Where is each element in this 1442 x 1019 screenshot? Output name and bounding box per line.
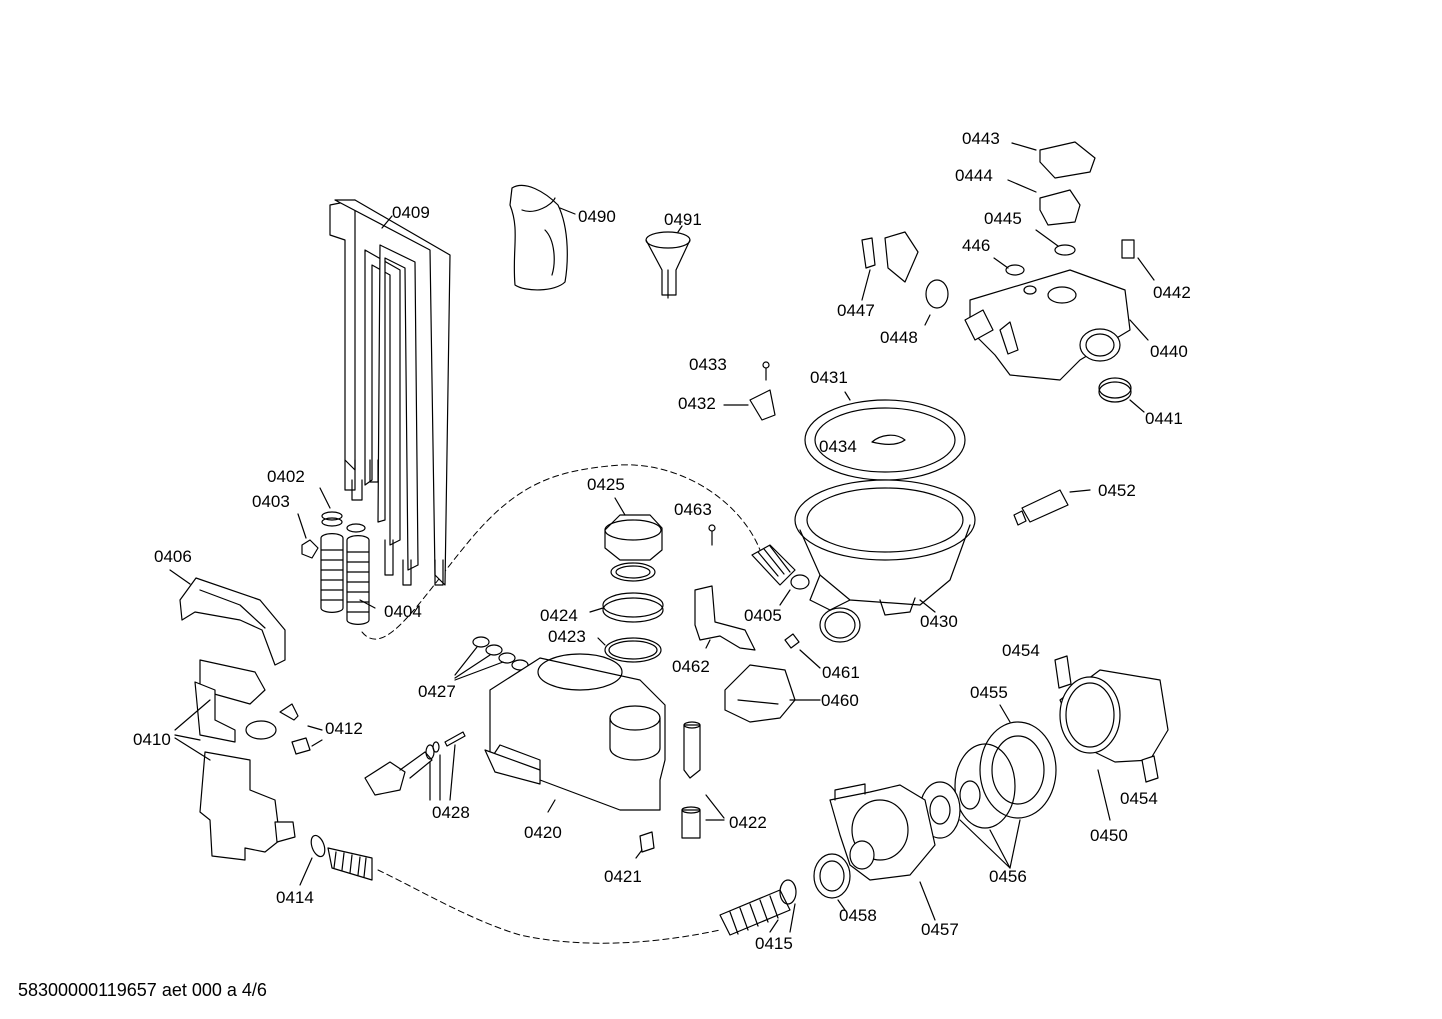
label-0460[interactable]: 0460 [821, 691, 859, 710]
part-0405-hose [751, 544, 810, 606]
label-0434[interactable]: 0434 [819, 437, 857, 456]
label-0412[interactable]: 0412 [325, 719, 363, 738]
part-0410-assembly [174, 659, 296, 861]
label-0442[interactable]: 0442 [1153, 283, 1191, 302]
hose-routing-line [361, 464, 761, 944]
part-0427-caps [454, 636, 529, 681]
label-0491[interactable]: 0491 [664, 210, 702, 229]
label-0414[interactable]: 0414 [276, 888, 314, 907]
label-0421[interactable]: 0421 [604, 867, 642, 886]
part-0462-bracket [694, 585, 756, 651]
label-0420[interactable]: 0420 [524, 823, 562, 842]
label-0440[interactable]: 0440 [1150, 342, 1188, 361]
label-0428[interactable]: 0428 [432, 803, 470, 822]
label-0409[interactable]: 0409 [392, 203, 430, 222]
label-0452[interactable]: 0452 [1098, 481, 1136, 500]
label-0463[interactable]: 0463 [674, 500, 712, 519]
label-446[interactable]: 446 [962, 236, 991, 255]
label-0444[interactable]: 0444 [955, 166, 993, 185]
part-0414-hose [299, 834, 373, 886]
part-0425-0423-rings [589, 497, 664, 663]
part-0447-0448 [861, 231, 949, 326]
part-0450-motor [1054, 655, 1169, 821]
part-0412-clips [279, 703, 323, 755]
label-0425[interactable]: 0425 [587, 475, 625, 494]
label-0422[interactable]: 0422 [729, 813, 767, 832]
part-0409-pipes [329, 199, 451, 586]
label-0443[interactable]: 0443 [962, 129, 1000, 148]
label-0423[interactable]: 0423 [548, 627, 586, 646]
label-0406[interactable]: 0406 [154, 547, 192, 566]
label-0455[interactable]: 0455 [970, 683, 1008, 702]
part-0457-pump [829, 783, 936, 921]
label-0402[interactable]: 0402 [267, 467, 305, 486]
label-0405[interactable]: 0405 [744, 606, 782, 625]
part-0491-funnel [645, 225, 691, 299]
label-0441[interactable]: 0441 [1145, 409, 1183, 428]
part-0421-clip [635, 831, 655, 859]
label-0462[interactable]: 0462 [672, 657, 710, 676]
part-0440-diverter [964, 269, 1149, 381]
part-0463-screw [708, 524, 716, 546]
part-0420-container [484, 653, 666, 813]
label-0430[interactable]: 0430 [920, 612, 958, 631]
label-0461[interactable]: 0461 [822, 663, 860, 682]
part-0402-0404-hoses [297, 487, 376, 625]
part-0443-0446 [993, 141, 1096, 295]
label-0433[interactable]: 0433 [689, 355, 727, 374]
label-0404[interactable]: 0404 [384, 602, 422, 621]
label-0447[interactable]: 0447 [837, 301, 875, 320]
label-0424[interactable]: 0424 [540, 606, 578, 625]
label-0445[interactable]: 0445 [984, 209, 1022, 228]
label-0456[interactable]: 0456 [989, 867, 1027, 886]
label-0432[interactable]: 0432 [678, 394, 716, 413]
part-0433-0432 [723, 361, 776, 421]
part-0490-jug [509, 184, 576, 291]
label-0458[interactable]: 0458 [839, 906, 877, 925]
label-0450[interactable]: 0450 [1090, 826, 1128, 845]
part-0415-hose [719, 879, 797, 936]
label-0454-top[interactable]: 0454 [1002, 641, 1040, 660]
part-0442-plug [1121, 239, 1155, 281]
part-0422-float [681, 721, 725, 839]
label-0490[interactable]: 0490 [578, 207, 616, 226]
label-0403[interactable]: 0403 [252, 492, 290, 511]
part-0441-clamp [1098, 377, 1145, 413]
label-0454-bottom[interactable]: 0454 [1120, 789, 1158, 808]
part-0406-cover [169, 569, 286, 666]
label-0457[interactable]: 0457 [921, 920, 959, 939]
part-0428-valve [364, 731, 466, 801]
label-0431[interactable]: 0431 [810, 368, 848, 387]
label-0427[interactable]: 0427 [418, 682, 456, 701]
document-code: 58300000119657 aet 000 a 4/6 [18, 980, 267, 1000]
part-0430-sump [794, 391, 976, 643]
part-0452-valve [1013, 489, 1091, 526]
part-0460-switch [724, 664, 821, 723]
label-0415[interactable]: 0415 [755, 934, 793, 953]
label-0410[interactable]: 0410 [133, 730, 171, 749]
part-0455-0456 [919, 704, 1057, 869]
label-0448[interactable]: 0448 [880, 328, 918, 347]
part-0458-seal [813, 853, 851, 911]
part-0461-plug [784, 633, 821, 669]
